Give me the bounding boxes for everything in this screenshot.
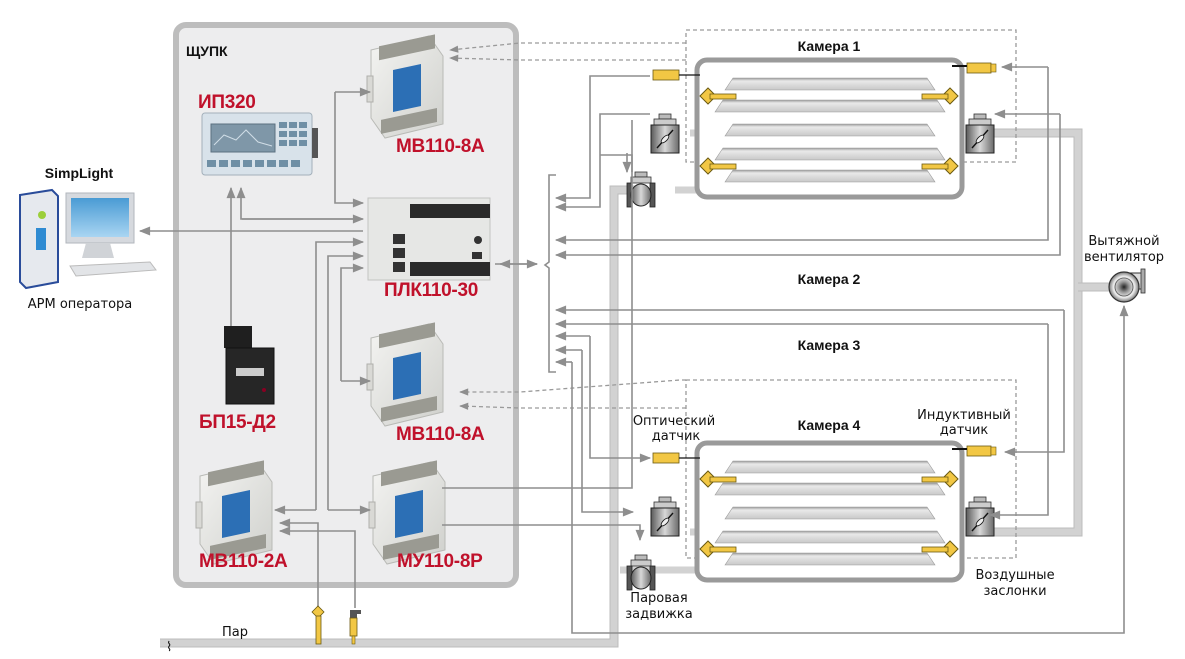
dashed-link-top-1 bbox=[449, 42, 686, 53]
output-module-mu110-8r: МУ110-8Р bbox=[368, 459, 483, 572]
chamber-2-label: Камера 2 bbox=[798, 271, 861, 287]
cabinet-title: ЩУПК bbox=[186, 43, 228, 59]
chamber-4-optical-sensor bbox=[652, 452, 680, 464]
chamber-4-fin bbox=[714, 482, 946, 496]
fan-icon bbox=[1108, 268, 1146, 303]
chamber-1-fin bbox=[724, 123, 936, 137]
steam-pipe-break: ⌇ bbox=[166, 640, 172, 655]
io-module-mv110-2a: МВ110-2А bbox=[195, 459, 288, 572]
device-label-mu110-8r: МУ110-8Р bbox=[397, 551, 483, 572]
cabinet-wiring bbox=[138, 87, 556, 612]
dashed-link-top-2 bbox=[449, 54, 686, 62]
chamber-4-steam-valve bbox=[626, 554, 656, 591]
device-label-mv110-8a-mid: МВ110-8А bbox=[396, 424, 485, 445]
optical-sensor-label-2: датчик bbox=[652, 429, 701, 444]
software-label: SimpLight bbox=[45, 165, 114, 181]
steam-pressure-sensor bbox=[349, 610, 361, 645]
steam-valve-label-2: задвижка bbox=[625, 607, 693, 622]
chamber-4-fin bbox=[724, 506, 936, 520]
chamber-4-fin bbox=[724, 460, 936, 474]
chamber-1-inlet-damper bbox=[650, 113, 680, 154]
io-module-mv110-8a-top: МВ110-8А bbox=[366, 33, 485, 157]
power-supply-bp15-d2: БП15-Д2 bbox=[199, 326, 276, 433]
chamber-1-fin bbox=[714, 99, 946, 113]
optical-sensor-label-1: Оптический bbox=[633, 414, 715, 429]
computer-icon bbox=[19, 188, 157, 290]
chamber-4-inlet-damper bbox=[650, 496, 680, 537]
device-label-mv110-8a-top: МВ110-8А bbox=[396, 136, 485, 157]
device-label-ip320: ИП320 bbox=[198, 92, 256, 113]
chamber-1-fin bbox=[724, 169, 936, 183]
inductive-sensor-label-1: Индуктивный bbox=[917, 408, 1011, 423]
chamber-1-inductive-sensor bbox=[966, 62, 992, 74]
plc-plk110-30: ПЛК110-30 bbox=[367, 197, 491, 301]
chamber-1-label: Камера 1 bbox=[798, 38, 861, 54]
steam-temperature-sensor bbox=[311, 605, 325, 645]
chamber-4-inductive-sensor bbox=[966, 445, 992, 457]
chamber-4-inductive-sensor-tip bbox=[990, 446, 997, 456]
device-label-mv110-2a: МВ110-2А bbox=[199, 551, 288, 572]
chamber-4-fin bbox=[724, 552, 936, 566]
exhaust-fan-label-2: вентилятор bbox=[1084, 250, 1164, 265]
steam-pipe-label: Пар bbox=[222, 625, 248, 640]
chamber-1-fin bbox=[724, 77, 936, 91]
chamber-4-fin bbox=[714, 530, 946, 544]
chamber-3-label: Камера 3 bbox=[798, 337, 861, 353]
chamber-4-label: Камера 4 bbox=[798, 417, 861, 433]
air-dampers-label-1: Воздушные bbox=[975, 568, 1054, 583]
chamber-1-inductive-sensor-tip bbox=[990, 63, 997, 73]
exhaust-fan-label-1: Вытяжной bbox=[1088, 234, 1159, 249]
air-dampers-label-2: заслонки bbox=[983, 584, 1046, 599]
dashed-link-mid-1 bbox=[459, 379, 686, 396]
inductive-sensor-label-2: датчик bbox=[940, 423, 989, 438]
device-label-plc: ПЛК110-30 bbox=[384, 280, 478, 301]
operator-workstation: SimpLight АРМ оператора bbox=[19, 165, 157, 312]
exhaust-fan: Вытяжной вентилятор bbox=[1084, 234, 1164, 303]
bus-bracket bbox=[543, 174, 556, 373]
chamber-1-fin bbox=[714, 147, 946, 161]
dashed-link-mid-2 bbox=[459, 402, 686, 410]
hmi-panel-ip320: ИП320 bbox=[198, 92, 318, 176]
field-wiring bbox=[442, 62, 1129, 634]
chamber-1-optical-sensor bbox=[652, 69, 680, 81]
workstation-label: АРМ оператора bbox=[28, 297, 133, 312]
chamber-4-outlet-damper bbox=[965, 496, 995, 537]
steam-valve-label-1: Паровая bbox=[630, 591, 687, 606]
chamber-1-outlet-damper bbox=[965, 113, 995, 154]
io-module-mv110-8a-mid: МВ110-8А bbox=[366, 321, 485, 445]
device-label-psu: БП15-Д2 bbox=[199, 412, 276, 433]
